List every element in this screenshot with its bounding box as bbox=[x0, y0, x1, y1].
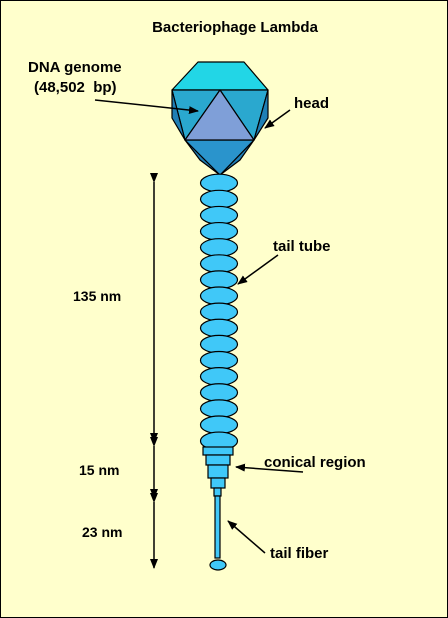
conical-segment bbox=[205, 454, 231, 466]
tail-tube-segment bbox=[199, 254, 239, 274]
tail-tube-segment bbox=[199, 318, 239, 338]
head-top-face bbox=[171, 61, 269, 91]
tail-fiber bbox=[209, 487, 227, 571]
dimension-label-fiber: 23 nm bbox=[82, 524, 122, 540]
conical-region bbox=[202, 446, 234, 489]
tail-tube bbox=[199, 173, 239, 451]
diagram-title: Bacteriophage Lambda bbox=[152, 19, 319, 36]
tail-tube-segment bbox=[199, 383, 239, 403]
tail-tube-segment bbox=[199, 173, 239, 193]
tail-tube-segment bbox=[199, 302, 239, 322]
fiber-shaft bbox=[214, 495, 221, 559]
pointer-arrow-head bbox=[264, 109, 291, 129]
tail-tube-segment bbox=[199, 286, 239, 306]
pointer-arrow-dna bbox=[94, 99, 199, 115]
label-head: head bbox=[294, 95, 329, 112]
fiber-tip bbox=[209, 559, 227, 571]
tail-tube-segment bbox=[199, 238, 239, 257]
conical-segment bbox=[202, 446, 234, 456]
pointer-arrow-conical bbox=[235, 463, 304, 473]
tail-tube-segment bbox=[199, 367, 239, 386]
tail-tube-segment bbox=[199, 350, 239, 370]
tail-tube-segment bbox=[199, 334, 239, 354]
dimension-label-conical: 15 nm bbox=[79, 462, 119, 478]
tail-tube-segment bbox=[199, 270, 239, 290]
head-right-edge-face bbox=[253, 89, 269, 141]
tail-tube-segment bbox=[199, 399, 239, 419]
phage-head bbox=[171, 61, 269, 176]
head-bottom-face bbox=[184, 139, 255, 176]
tail-tube-segment bbox=[199, 189, 239, 209]
head-left-edge-face bbox=[171, 89, 186, 141]
fiber-collar bbox=[213, 487, 222, 497]
conical-segment bbox=[210, 477, 226, 489]
label-conical-region: conical region bbox=[264, 454, 366, 471]
head-center-face bbox=[184, 89, 255, 141]
label-dna-size: (48,502 bp) bbox=[34, 79, 117, 96]
label-tail-tube: tail tube bbox=[273, 238, 331, 255]
tail-tube-segment bbox=[199, 221, 239, 241]
dimension-label-tail-tube: 135 nm bbox=[73, 288, 121, 304]
conical-segment bbox=[207, 464, 229, 479]
label-dna-genome: DNA genome bbox=[28, 59, 122, 76]
label-tail-fiber: tail fiber bbox=[270, 545, 329, 562]
tail-tube-segment bbox=[199, 205, 239, 225]
pointer-arrow-tail-tube bbox=[237, 254, 279, 285]
pointer-arrow-fiber bbox=[227, 520, 266, 554]
tail-tube-segment bbox=[199, 415, 239, 435]
